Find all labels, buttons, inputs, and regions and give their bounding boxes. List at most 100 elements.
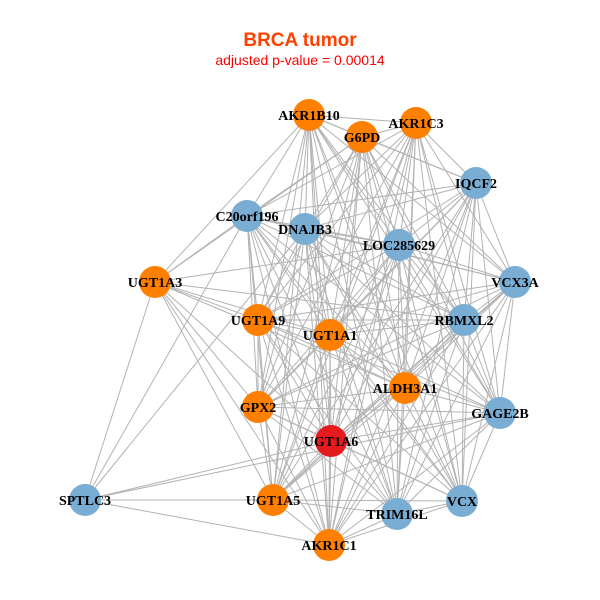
node-AKR1B10[interactable]: AKR1B10 bbox=[278, 99, 340, 131]
node-UGT1A6[interactable]: UGT1A6 bbox=[304, 425, 358, 457]
node-G6PD[interactable]: G6PD bbox=[344, 121, 381, 153]
node-SPTLC3[interactable]: SPTLC3 bbox=[59, 484, 111, 516]
edge-DNAJB3-AKR1C1 bbox=[304, 228, 330, 546]
node-label: GPX2 bbox=[240, 401, 277, 416]
node-circle[interactable] bbox=[383, 229, 415, 261]
edge-RBMXL2-TRIM16L bbox=[396, 319, 465, 515]
node-circle[interactable] bbox=[484, 397, 516, 429]
node-circle[interactable] bbox=[346, 121, 378, 153]
node-label: UGT1A9 bbox=[231, 314, 285, 329]
node-LOC285629[interactable]: LOC285629 bbox=[363, 229, 435, 261]
edge-G6PD-IQCF2 bbox=[361, 136, 477, 184]
edge-IQCF2-RBMXL2 bbox=[463, 182, 477, 321]
node-circle[interactable] bbox=[389, 372, 421, 404]
edge-UGT1A9-UGT1A6 bbox=[257, 319, 332, 442]
node-circle[interactable] bbox=[448, 304, 480, 336]
node-IQCF2[interactable]: IQCF2 bbox=[455, 167, 497, 199]
node-circle[interactable] bbox=[242, 304, 274, 336]
edge-UGT1A3-AKR1B10 bbox=[154, 114, 310, 283]
edge-G6PD-UGT1A5 bbox=[272, 136, 363, 501]
edge-LOC285629-VCX bbox=[398, 244, 463, 502]
edge-AKR1C3-LOC285629 bbox=[398, 122, 417, 246]
edge-IQCF2-AKR1C1 bbox=[328, 182, 477, 546]
node-DNAJB3[interactable]: DNAJB3 bbox=[278, 213, 332, 245]
edge-IQCF2-DNAJB3 bbox=[304, 182, 477, 230]
edge-VCX3A-GPX2 bbox=[257, 281, 516, 408]
edge-AKR1B10-UGT1A9 bbox=[257, 114, 310, 321]
edge-VCX3A-TRIM16L bbox=[396, 281, 516, 515]
edge-IQCF2-UGT1A9 bbox=[257, 182, 477, 321]
edge-AKR1C3-C20orf196 bbox=[246, 122, 417, 217]
node-GPX2[interactable]: GPX2 bbox=[240, 391, 277, 423]
edge-SPTLC3-AKR1C1 bbox=[84, 499, 330, 546]
node-UGT1A1[interactable]: UGT1A1 bbox=[303, 319, 357, 351]
edge-LOC285629-UGT1A5 bbox=[272, 244, 400, 501]
edge-IQCF2-GPX2 bbox=[257, 182, 477, 408]
node-circle[interactable] bbox=[315, 425, 347, 457]
node-circle[interactable] bbox=[139, 266, 171, 298]
edge-G6PD-AKR1C1 bbox=[328, 136, 363, 546]
node-UGT1A9[interactable]: UGT1A9 bbox=[231, 304, 285, 336]
node-label: RBMXL2 bbox=[434, 314, 493, 329]
node-circle[interactable] bbox=[69, 484, 101, 516]
edge-UGT1A6-AKR1C1 bbox=[328, 440, 332, 546]
edge-G6PD-VCX3A bbox=[361, 136, 516, 283]
edge-DNAJB3-UGT1A5 bbox=[272, 228, 306, 501]
edge-IQCF2-GAGE2B bbox=[475, 182, 501, 414]
edge-RBMXL2-GAGE2B bbox=[463, 319, 501, 414]
node-circle[interactable] bbox=[242, 391, 274, 423]
edge-GPX2-AKR1C1 bbox=[257, 406, 330, 546]
node-circle[interactable] bbox=[231, 200, 263, 232]
edge-IQCF2-UGT1A6 bbox=[330, 182, 477, 442]
edge-AKR1B10-C20orf196 bbox=[246, 114, 310, 217]
node-VCX[interactable]: VCX bbox=[446, 485, 478, 517]
node-RBMXL2[interactable]: RBMXL2 bbox=[434, 304, 494, 336]
node-label: LOC285629 bbox=[363, 239, 435, 254]
node-circle[interactable] bbox=[446, 485, 478, 517]
edge-GAGE2B-UGT1A6 bbox=[330, 412, 501, 442]
edge-SPTLC3-UGT1A6 bbox=[84, 440, 332, 501]
node-label: VCX bbox=[447, 495, 477, 510]
edge-UGT1A1-GPX2 bbox=[257, 334, 331, 408]
edge-UGT1A9-TRIM16L bbox=[257, 319, 398, 515]
node-UGT1A5[interactable]: UGT1A5 bbox=[246, 484, 300, 516]
edge-AKR1C3-UGT1A9 bbox=[257, 122, 417, 321]
node-circle[interactable] bbox=[314, 319, 346, 351]
edge-UGT1A5-VCX bbox=[272, 499, 463, 502]
nodes: AKR1B10G6PDAKR1C3IQCF2C20orf196DNAJB3LOC… bbox=[59, 99, 540, 561]
edge-LOC285629-ALDH3A1 bbox=[398, 244, 406, 389]
edge-C20orf196-AKR1C1 bbox=[246, 215, 330, 546]
edge-LOC285629-RBMXL2 bbox=[398, 244, 465, 321]
node-circle[interactable] bbox=[257, 484, 289, 516]
node-circle[interactable] bbox=[499, 266, 531, 298]
node-circle[interactable] bbox=[293, 99, 325, 131]
edge-IQCF2-LOC285629 bbox=[398, 182, 477, 246]
node-VCX3A[interactable]: VCX3A bbox=[491, 266, 540, 298]
node-C20orf196[interactable]: C20orf196 bbox=[216, 200, 279, 232]
edge-UGT1A1-TRIM16L bbox=[329, 334, 398, 515]
edge-VCX3A-AKR1C1 bbox=[328, 281, 516, 546]
edge-ALDH3A1-GAGE2B bbox=[404, 387, 501, 414]
node-AKR1C1[interactable]: AKR1C1 bbox=[301, 529, 357, 561]
node-circle[interactable] bbox=[460, 167, 492, 199]
node-circle[interactable] bbox=[400, 107, 432, 139]
node-AKR1C3[interactable]: AKR1C3 bbox=[388, 107, 444, 139]
node-circle[interactable] bbox=[313, 529, 345, 561]
node-ALDH3A1[interactable]: ALDH3A1 bbox=[373, 372, 438, 404]
edge-DNAJB3-GPX2 bbox=[257, 228, 306, 408]
edge-G6PD-GAGE2B bbox=[361, 136, 501, 414]
edge-UGT1A9-VCX bbox=[257, 319, 463, 502]
edge-UGT1A3-UGT1A9 bbox=[154, 281, 259, 321]
node-GAGE2B[interactable]: GAGE2B bbox=[471, 397, 529, 429]
edge-AKR1B10-LOC285629 bbox=[308, 114, 400, 246]
node-label: AKR1B10 bbox=[278, 109, 339, 124]
node-circle[interactable] bbox=[289, 213, 321, 245]
node-UGT1A3[interactable]: UGT1A3 bbox=[128, 266, 182, 298]
node-label: GAGE2B bbox=[471, 407, 529, 422]
node-circle[interactable] bbox=[381, 498, 413, 530]
node-TRIM16L[interactable]: TRIM16L bbox=[366, 498, 428, 530]
edge-UGT1A6-TRIM16L bbox=[330, 440, 398, 515]
edge-RBMXL2-VCX bbox=[461, 319, 465, 502]
edge-C20orf196-UGT1A6 bbox=[246, 215, 332, 442]
